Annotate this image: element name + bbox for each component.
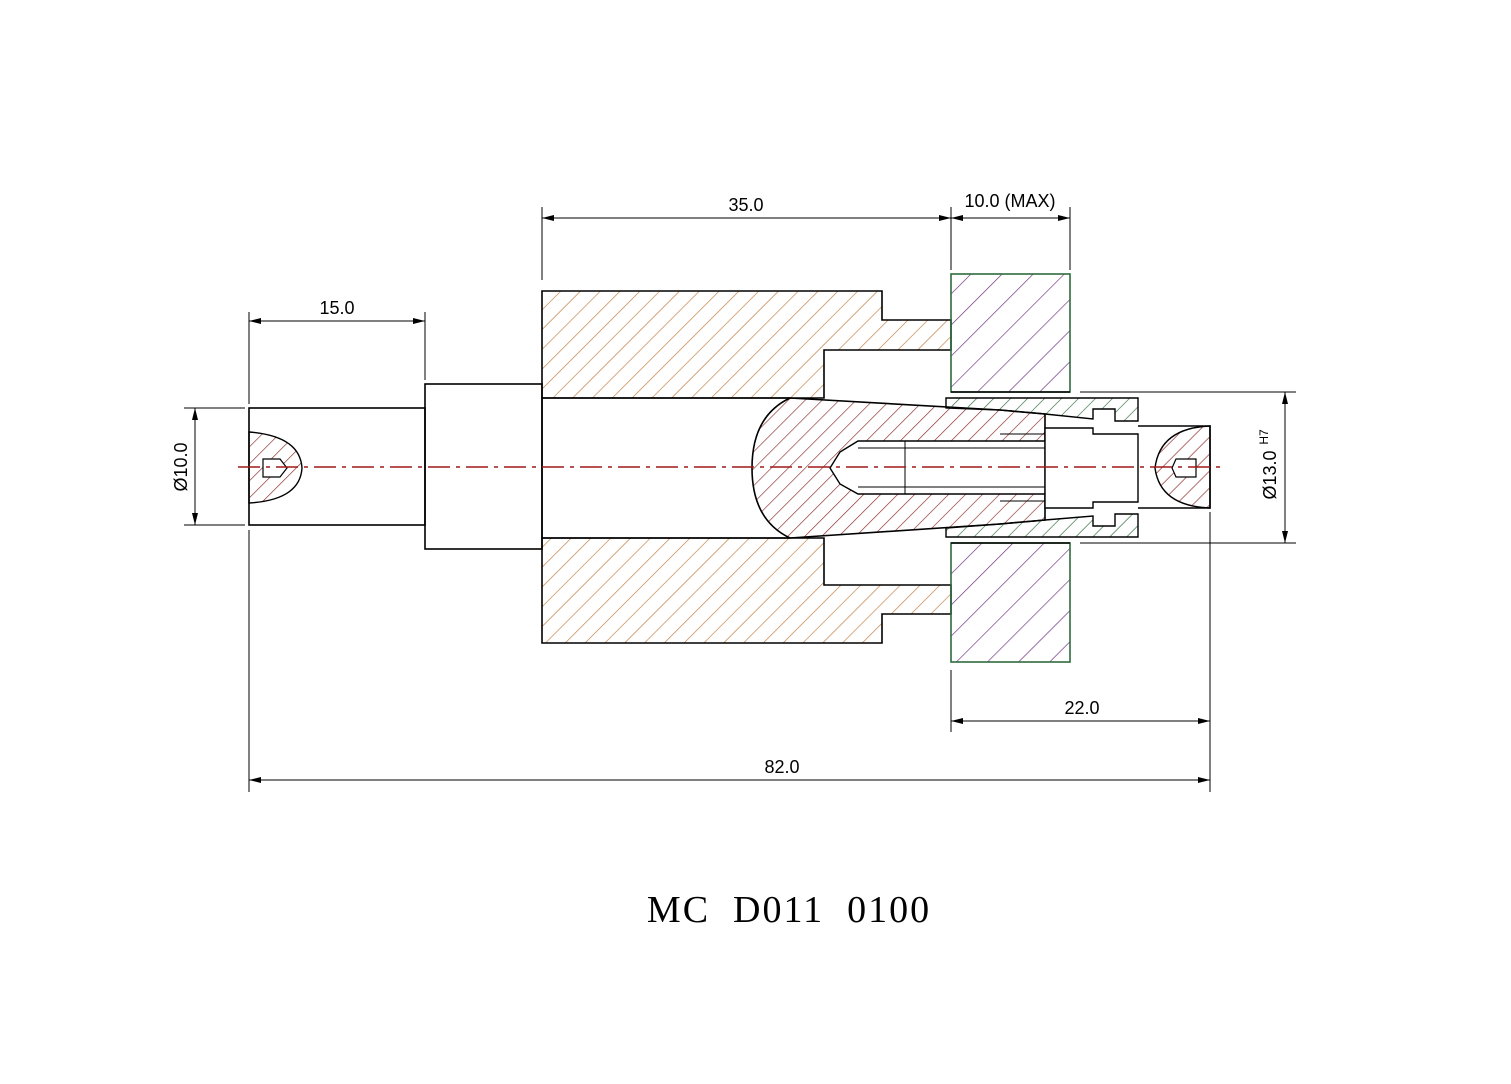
clamp-ring-upper [950,273,1071,393]
dimension-82-label: 82.0 [764,757,799,777]
housing-section [541,290,952,644]
dimension-22-label: 22.0 [1064,698,1099,718]
dimension-82: 82.0 [248,530,1210,792]
nut-sleeve [945,397,1139,538]
clamp-ring [950,273,1071,663]
dimension-10-max: 10.0 (MAX) [951,191,1071,270]
shank [248,383,543,550]
dimension-dia10-label: Ø10.0 [171,442,191,491]
collet-section [751,397,1046,539]
dimension-dia10: Ø10.0 [171,407,245,526]
nut-lower [945,513,1139,538]
dimension-dia13-tolerance: H7 [1257,429,1271,445]
housing-lower [541,537,952,644]
dimension-15: 15.0 [248,298,426,404]
dimension-35: 35.0 [541,195,952,280]
dimension-dia13: Ø13.0 H7 [1080,391,1296,544]
clamp-ring-lower [950,542,1071,663]
tool-stub [1044,425,1211,509]
dimension-35-label: 35.0 [728,195,763,215]
dimension-dia13-label: Ø13.0 [1260,450,1280,499]
housing-upper [541,290,952,399]
dimension-10-max-label: 10.0 (MAX) [964,191,1055,211]
dimension-15-label: 15.0 [319,298,354,318]
part-number: MC D011 0100 [647,889,931,931]
dimension-22: 22.0 [950,512,1211,792]
nut-upper [945,397,1139,422]
